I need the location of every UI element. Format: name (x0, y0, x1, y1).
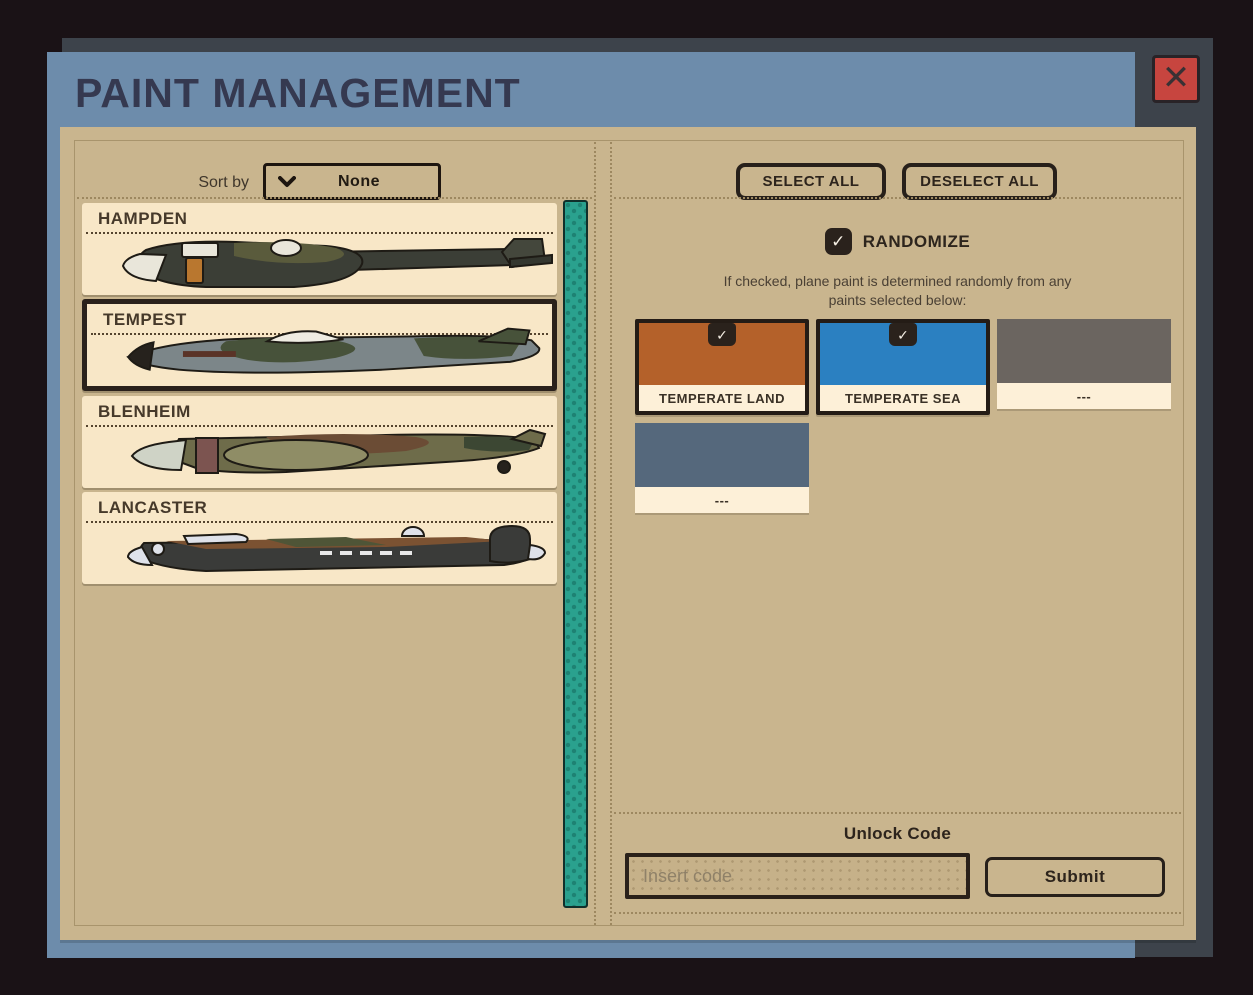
randomize-label: RANDOMIZE (862, 231, 971, 251)
check-icon: ✓ (716, 326, 728, 343)
sort-by-label: Sort by (198, 174, 249, 191)
paint-color-block: ✓ (820, 323, 986, 385)
paint-color-block (997, 319, 1171, 383)
unlock-code-heading: Unlock Code (843, 824, 952, 843)
randomize-row: ✓ RANDOMIZE (612, 228, 1183, 255)
paint-checkbox[interactable]: ✓ (889, 323, 917, 346)
close-icon: ✕ (1161, 59, 1191, 97)
paint-name: --- (635, 487, 809, 513)
unlock-code-input[interactable] (625, 853, 970, 899)
paint-color-block: ✓ (639, 323, 805, 385)
paint-name: --- (997, 383, 1171, 409)
card-rule (86, 521, 553, 523)
paint-swatch-locked-2[interactable]: --- (635, 423, 809, 513)
hampden-illustration (84, 235, 555, 293)
paint-name: TEMPERATE LAND (639, 385, 805, 411)
paint-color-block (635, 423, 809, 487)
plane-name: HAMPDEN (98, 209, 188, 228)
plane-list-section: Sort by None HAMPDEN (75, 142, 596, 925)
close-button[interactable]: ✕ (1152, 55, 1200, 103)
plane-card-tempest[interactable]: TEMPEST (82, 299, 557, 391)
select-all-button[interactable]: SELECT ALL (736, 163, 886, 200)
plane-card-lancaster[interactable]: LANCASTER (82, 492, 557, 584)
check-icon: ✓ (831, 232, 846, 251)
plane-name: LANCASTER (98, 498, 208, 517)
submit-button[interactable]: Submit (985, 857, 1165, 897)
paint-name: TEMPERATE SEA (820, 385, 986, 411)
paint-swatch-temperate-land[interactable]: ✓ TEMPERATE LAND (635, 319, 809, 415)
paint-swatch-locked-1[interactable]: --- (997, 319, 1171, 409)
deselect-all-button[interactable]: DESELECT ALL (902, 163, 1057, 200)
randomize-description: If checked, plane paint is determined ra… (723, 273, 1072, 308)
right-section-divider (614, 197, 1181, 199)
paint-checkbox[interactable]: ✓ (708, 323, 736, 346)
lancaster-illustration (84, 524, 555, 582)
sort-dropdown-value: None (338, 172, 380, 190)
tempest-illustration (89, 326, 550, 384)
card-rule (86, 425, 553, 427)
paint-swatch-temperate-sea[interactable]: ✓ TEMPERATE SEA (816, 319, 990, 415)
unlock-divider-top (614, 812, 1181, 814)
plane-list-scrollbar[interactable] (563, 200, 588, 908)
sort-dropdown[interactable]: None (263, 163, 441, 200)
plane-name: TEMPEST (103, 310, 187, 329)
chevron-down-icon (278, 175, 296, 188)
paint-swatch-grid: ✓ TEMPERATE LAND ✓ TEMPERATE SEA --- (635, 319, 1180, 513)
check-icon: ✓ (897, 326, 909, 343)
paint-selection-section: SELECT ALL DESELECT ALL ✓ RANDOMIZE If c… (610, 142, 1183, 925)
blenheim-illustration (84, 428, 555, 486)
card-rule (86, 232, 553, 234)
plane-name: BLENHEIM (98, 402, 191, 421)
unlock-divider-bottom (614, 912, 1181, 914)
left-section-divider (77, 197, 592, 199)
plane-card-hampden[interactable]: HAMPDEN (82, 203, 557, 295)
page-title: PAINT MANAGEMENT (75, 70, 521, 116)
randomize-checkbox[interactable]: ✓ (824, 228, 852, 255)
plane-card-blenheim[interactable]: BLENHEIM (82, 396, 557, 488)
content-panel: Sort by None HAMPDEN (60, 127, 1196, 940)
